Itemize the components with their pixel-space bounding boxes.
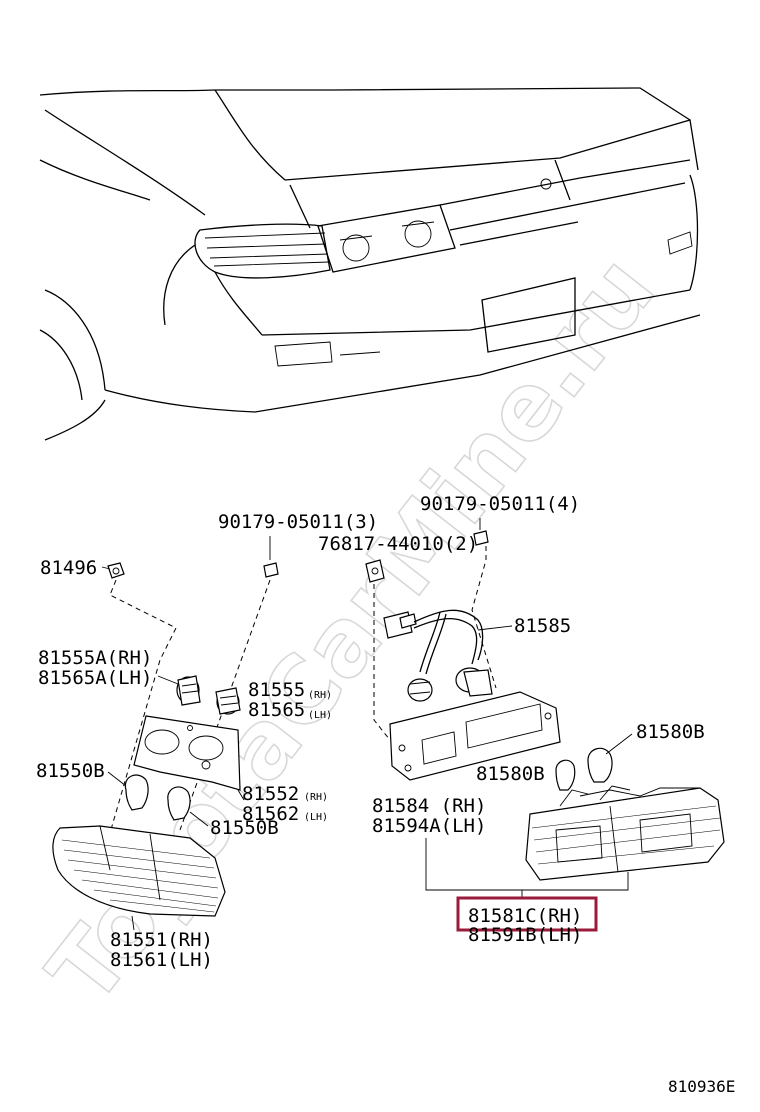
label-81580B-a[interactable]: 81580B	[636, 721, 705, 743]
vehicle-rear-illustration	[39, 87, 701, 441]
part-81552-gasket[interactable]	[133, 715, 241, 791]
label-81594A-lh[interactable]: 81594A(LH)	[372, 815, 486, 837]
label-81555A-rh[interactable]: 81555A(RH)	[38, 647, 152, 669]
part-81496-grommet[interactable]	[107, 562, 125, 579]
part-81551-lens[interactable]	[52, 825, 226, 917]
highlight-box-81581C	[456, 896, 598, 932]
part-81585-wire-harness[interactable]	[383, 609, 493, 702]
label-81561-lh[interactable]: 81561(LH)	[110, 949, 213, 971]
label-81584-rh[interactable]: 81584 (RH)	[372, 795, 486, 817]
part-81555A-socket[interactable]	[176, 675, 201, 706]
label-81565A-lh[interactable]: 81565A(LH)	[38, 667, 152, 689]
label-81550B-a[interactable]: 81550B	[36, 760, 105, 782]
label-81551-rh[interactable]: 81551(RH)	[110, 929, 213, 951]
label-81555-rh: (RH)	[308, 690, 332, 701]
label-81585[interactable]: 81585	[514, 615, 571, 637]
part-81581C-lamp-assembly[interactable]	[525, 785, 725, 881]
part-clip-90179-right[interactable]	[473, 530, 489, 546]
label-clip-90179-4[interactable]: 90179-05011(4)	[420, 493, 580, 515]
label-81565[interactable]: 81565	[248, 699, 305, 721]
label-81591B-lh[interactable]: 81591B(LH)	[468, 924, 582, 946]
label-81496[interactable]: 81496	[40, 557, 97, 579]
label-81555[interactable]: 81555	[248, 679, 305, 701]
label-bulb-socket-76817[interactable]: 76817-44010(2)	[318, 533, 478, 555]
label-81565-lh: (LH)	[308, 710, 332, 721]
part-81580B-bulb-b[interactable]	[555, 759, 576, 791]
label-81562-lh: (LH)	[304, 812, 328, 823]
label-81552-rh: (RH)	[304, 792, 328, 803]
part-81550B-bulb-a[interactable]	[124, 774, 149, 811]
part-81550B-bulb-b[interactable]	[167, 786, 191, 821]
label-81550B-b[interactable]: 81550B	[210, 817, 279, 839]
part-81584-base-plate[interactable]	[389, 691, 561, 781]
label-81552[interactable]: 81552	[242, 783, 299, 805]
part-81555-socket[interactable]	[215, 687, 241, 715]
part-clip-90179-left[interactable]	[263, 562, 279, 578]
label-81580B-b[interactable]: 81580B	[476, 763, 545, 785]
diagram-code: 810936E	[668, 1077, 735, 1096]
label-81581C-rh[interactable]: 81581C(RH)	[468, 905, 582, 927]
part-81580B-bulb-a[interactable]	[587, 747, 613, 783]
label-clip-90179-3[interactable]: 90179-05011(3)	[218, 511, 378, 533]
label-81562[interactable]: 81562	[242, 803, 299, 825]
part-76817-socket[interactable]	[365, 559, 385, 583]
